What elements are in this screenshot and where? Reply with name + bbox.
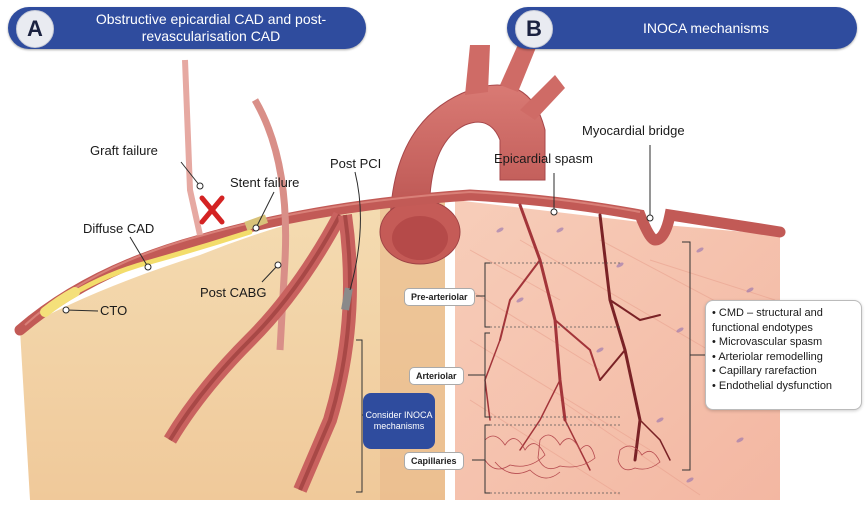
branch-pci-inner	[298, 214, 352, 491]
bracket-connectors	[362, 295, 705, 461]
nuclei	[496, 227, 754, 483]
aorta-branch-3	[520, 75, 565, 120]
graft-curve	[251, 98, 290, 351]
label-cto: CTO	[100, 303, 128, 318]
panel-a-badge: A	[16, 10, 54, 48]
leader-lines	[65, 145, 651, 312]
stent-failure-stent	[244, 214, 269, 231]
level-dividers	[490, 262, 620, 494]
graft-upper	[182, 59, 203, 236]
level-capillaries: Capillaries	[404, 452, 464, 470]
mechanisms-list: CMD – structural and functional endotype…	[706, 301, 861, 393]
myocardium-a	[20, 195, 445, 500]
mechanisms-box: CMD – structural and functional endotype…	[705, 300, 862, 410]
epicardial-artery	[14, 189, 786, 336]
label-diffuse-cad: Diffuse CAD	[83, 221, 155, 236]
label-epicardial-spasm: Epicardial spasm	[494, 151, 593, 166]
label-myocardial-bridge: Myocardial bridge	[582, 123, 685, 138]
graft-failure-x-icon	[199, 195, 225, 225]
level-arteriolar: Arteriolar	[409, 367, 464, 385]
mechanism-item: CMD – structural and functional endotype…	[712, 306, 857, 335]
diffuse-plaque	[52, 229, 253, 308]
mechanism-item: Microvascular spasm	[712, 335, 857, 350]
consider-inoca-badge: Consider INOCA mechanisms	[363, 393, 435, 449]
microvascular-tree	[484, 203, 671, 471]
panel-b-badge: B	[515, 10, 553, 48]
graft-long-inner	[168, 214, 342, 442]
panel-b-header: B INOCA mechanisms	[507, 7, 857, 49]
panel-a-title: Obstructive epicardial CAD and post-reva…	[95, 11, 327, 44]
leader-dots	[62, 182, 654, 314]
aorta-branch-2	[500, 40, 537, 92]
label-graft-failure: Graft failure	[90, 143, 158, 158]
label-post-pci: Post PCI	[330, 156, 382, 171]
panel-b-title: INOCA mechanisms	[642, 19, 770, 36]
aorta-branch-1	[465, 45, 490, 95]
level-brackets	[356, 241, 691, 494]
capillary-beds	[484, 434, 661, 479]
panel-a-header: A Obstructive epicardial CAD and post-re…	[8, 7, 366, 49]
label-stent-failure: Stent failure	[230, 175, 300, 190]
mechanism-item: Endothelial dysfunction	[712, 379, 857, 394]
stent-pci	[341, 287, 353, 311]
mechanism-item: Capillary rarefaction	[712, 364, 857, 379]
mechanism-item: Arteriolar remodelling	[712, 350, 857, 365]
level-pre-arteriolar: Pre-arteriolar	[404, 288, 475, 306]
cto-occlusion	[40, 287, 80, 317]
epicardial-artery-highlight	[24, 190, 641, 326]
aorta-root-inner	[392, 216, 448, 260]
label-post-cabg: Post CABG	[200, 285, 267, 300]
